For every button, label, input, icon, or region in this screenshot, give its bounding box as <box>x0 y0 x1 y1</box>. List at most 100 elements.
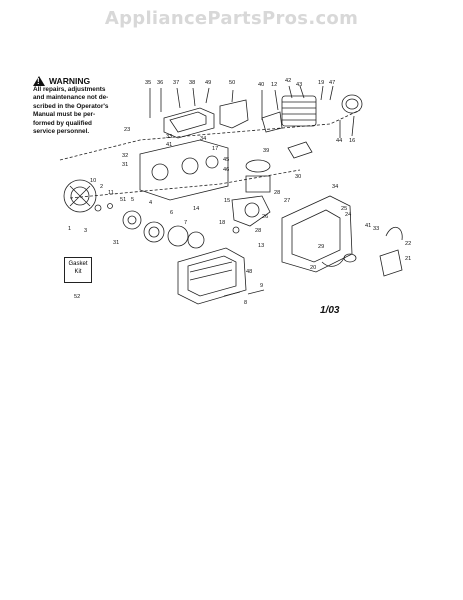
recoil-spring-part <box>143 221 165 243</box>
callout-number: 12 <box>271 82 278 88</box>
housing-rib <box>189 261 233 273</box>
callout-number: 41 <box>365 223 372 229</box>
callout-number: 43 <box>296 82 303 88</box>
starter-housing-part <box>177 247 247 305</box>
cylinder-part <box>281 95 317 127</box>
callout-number: 28 <box>274 190 281 196</box>
assembly-axis <box>69 169 301 199</box>
callout-number: 15 <box>224 198 231 204</box>
starter-housing-inner <box>187 255 237 297</box>
callout-number: 33 <box>166 134 173 140</box>
callout-number: 50 <box>229 80 236 86</box>
leader-line <box>351 115 355 137</box>
ignition-module-part <box>379 249 403 277</box>
fuel-filter-part <box>343 253 357 263</box>
leader-line <box>274 89 279 111</box>
crankshaft-part <box>231 195 271 227</box>
gasket-kit-label: Gasket <box>68 261 88 267</box>
gasket-kit-number: 52 <box>74 294 81 300</box>
carburetor-port <box>181 157 199 175</box>
callout-number: 39 <box>263 148 270 154</box>
spark-plug-wire <box>385 227 403 241</box>
air-filter-element-part <box>169 111 207 133</box>
carburetor-port <box>205 155 219 169</box>
leader-line <box>329 85 334 101</box>
revision-date: 1/03 <box>320 305 340 316</box>
callout-number: 29 <box>318 244 325 250</box>
callout-number: 7 <box>184 220 188 226</box>
callout-number: 41 <box>166 142 173 148</box>
callout-number: 13 <box>258 243 265 249</box>
callout-number: 28 <box>255 228 262 234</box>
leader-line <box>320 85 324 101</box>
callout-number: 45 <box>223 157 230 163</box>
callout-number: 6 <box>170 210 174 216</box>
callout-number: 20 <box>310 265 317 271</box>
clutch-drum-part <box>167 225 189 247</box>
gasket-kit-label: Kit <box>74 269 82 275</box>
callout-number: 46 <box>223 167 230 173</box>
callout-number: 34 <box>200 136 207 142</box>
warning-title: WARNING <box>49 76 91 86</box>
bolt-part <box>223 291 241 297</box>
callout-number: 36 <box>157 80 164 86</box>
callout-number: 38 <box>189 80 196 86</box>
clutch-part <box>187 231 205 249</box>
spark-plug-part <box>232 226 240 234</box>
muffler-part <box>341 94 363 114</box>
piston-part <box>245 175 271 193</box>
gasket-kit-box: Gasket Kit <box>64 257 92 283</box>
callout-number: 44 <box>336 138 343 144</box>
recoil-spring-hub <box>148 226 160 238</box>
warning-header: ! WARNING <box>33 76 153 86</box>
callout-number: 48 <box>246 269 253 275</box>
callout-number: 18 <box>219 220 226 226</box>
housing-rib <box>189 269 233 281</box>
warning-notice: ! WARNING All repairs, adjustments and m… <box>33 76 153 136</box>
callout-number: 1 <box>68 226 72 232</box>
callout-number: 16 <box>349 138 356 144</box>
callout-number: 9 <box>260 283 264 289</box>
callout-number: 37 <box>173 80 180 86</box>
warning-line: scribed in the Operator's <box>33 102 109 110</box>
crankshaft-web <box>244 202 260 218</box>
leader-line <box>192 87 196 107</box>
washer-part <box>107 203 113 209</box>
callout-number: 40 <box>258 82 265 88</box>
callout-number: 11 <box>108 190 114 196</box>
callout-number: 31 <box>122 162 129 168</box>
callout-number: 49 <box>205 80 212 86</box>
warning-line: formed by qualified <box>33 119 92 127</box>
callout-number: 10 <box>90 178 97 184</box>
callout-number: 4 <box>149 200 153 206</box>
nut-part <box>94 204 102 212</box>
warning-line: and maintenance not de- <box>33 94 109 102</box>
leader-line <box>205 87 210 104</box>
assembly-axis <box>59 109 361 161</box>
cylinder-gasket-part <box>287 141 313 159</box>
flywheel-part <box>63 179 97 213</box>
piston-ring-part <box>245 159 271 173</box>
air-filter-cover-part <box>163 107 215 139</box>
callout-number: 33 <box>373 226 380 232</box>
leader-line <box>231 89 234 103</box>
callout-number: 27 <box>284 198 291 204</box>
warning-triangle-icon: ! <box>33 76 45 86</box>
callout-number: 47 <box>329 80 336 86</box>
flywheel-fins <box>69 185 91 207</box>
flywheel-hub <box>70 186 90 206</box>
callout-number: 25 <box>341 206 348 212</box>
starter-pulley-hub <box>127 215 137 225</box>
leader-line <box>176 87 181 109</box>
fuel-line-part <box>321 257 345 267</box>
callout-number: 2 <box>100 184 104 190</box>
callout-number: 35 <box>145 80 152 86</box>
callout-number: 30 <box>295 174 302 180</box>
callout-number: 22 <box>405 241 412 247</box>
callout-number: 8 <box>244 300 248 306</box>
callout-number: 17 <box>212 146 219 152</box>
callout-number: 21 <box>405 256 412 262</box>
carburetor-port <box>151 163 169 181</box>
callout-number: 19 <box>318 80 325 86</box>
